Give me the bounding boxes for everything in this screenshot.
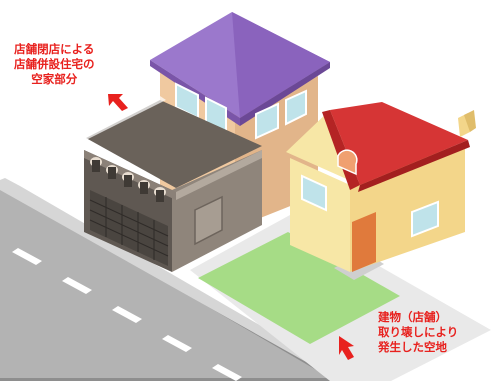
vacant-shop-house-label: 店舗閉店による 店舗併設住宅の 空家部分 <box>14 42 95 87</box>
vacant-lot-label: 建物（店舗） 取り壊しにより 発生した空地 <box>378 310 458 355</box>
vacant-shop-building <box>80 96 262 272</box>
arrow-to-lot-icon <box>339 336 354 360</box>
label-line: 建物（店舗） <box>378 310 447 324</box>
label-line: 発生した空地 <box>378 340 447 354</box>
label-line: 空家部分 <box>31 72 78 86</box>
single-story-house <box>286 102 476 272</box>
arrow-to-shop-icon <box>108 94 128 111</box>
label-line: 店舗閉店による <box>14 42 95 56</box>
label-line: 取り壊しにより <box>378 325 459 339</box>
label-line: 店舗併設住宅の <box>14 57 95 71</box>
road-markings <box>12 248 242 381</box>
